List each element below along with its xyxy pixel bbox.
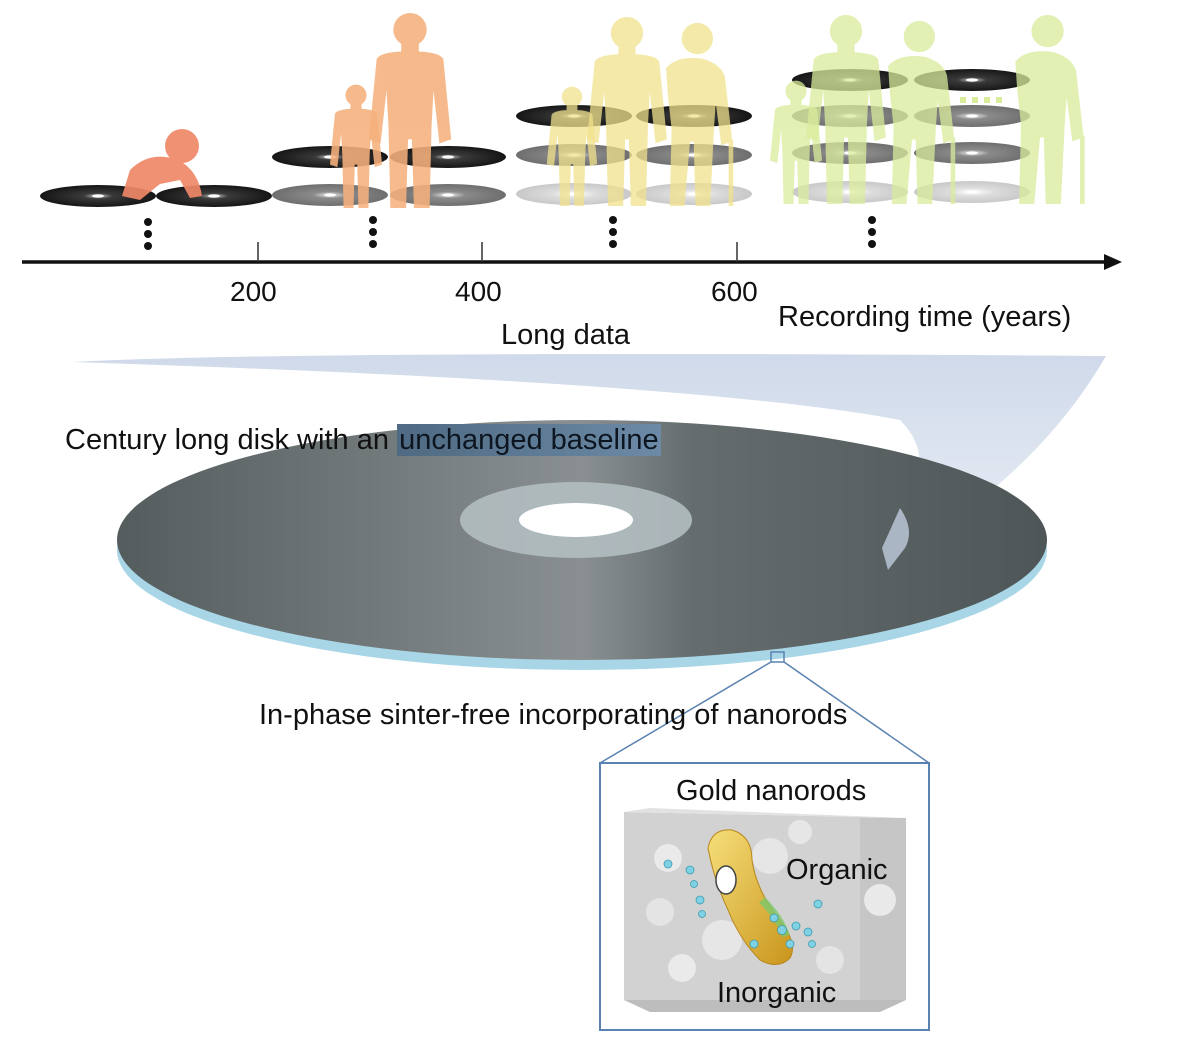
elder-figure-icon	[1015, 14, 1085, 204]
axis-title: Recording time (years)	[778, 301, 1072, 333]
inorganic-label: Inorganic	[717, 977, 837, 1009]
disk-stack-icon	[792, 69, 1030, 203]
stage-baby	[40, 129, 272, 250]
stage-child	[272, 12, 506, 248]
disk-stack-icon	[40, 185, 272, 207]
organic-label: Organic	[786, 854, 888, 886]
ellipsis-dots-icon	[868, 216, 876, 248]
disk-caption: Century long disk with an unchanged base…	[65, 424, 661, 456]
axis-tick-label-600: 600	[711, 276, 758, 307]
elder-figure-icon	[666, 22, 734, 206]
adult-figure-icon	[806, 14, 886, 204]
century-disk	[117, 420, 1047, 670]
time-axis	[22, 242, 1122, 270]
ellipsis-dots-icon	[144, 218, 152, 250]
stage-adult	[516, 16, 752, 248]
stage-elder	[769, 14, 1085, 248]
nanocomposite-cube	[624, 808, 906, 1012]
axis-tick-label-200: 200	[230, 276, 277, 307]
elder-figure-icon	[888, 20, 956, 204]
adult-figure-icon	[368, 12, 452, 208]
baby-figure-icon	[122, 129, 202, 200]
ellipsis-dots-icon	[609, 216, 617, 248]
gold-nanorods-label: Gold nanorods	[676, 775, 867, 807]
adult-figure-icon	[587, 16, 667, 206]
disk-stack-icon	[272, 146, 506, 206]
nanorod-caption: In-phase sinter-free incorporating of na…	[259, 699, 848, 731]
disk-caption-highlight: unchanged baseline	[397, 424, 661, 456]
projection-beam	[72, 354, 1106, 568]
disk-hole	[519, 503, 633, 537]
axis-tick-label-400: 400	[455, 276, 502, 307]
disk-caption-prefix: Century long disk with an	[65, 424, 398, 456]
long-data-caption: Long data	[501, 319, 631, 351]
arrow-icon	[1104, 254, 1122, 270]
beam-arrow-icon	[882, 508, 909, 570]
zoom-marker	[770, 651, 785, 663]
ellipsis-dots-icon	[369, 216, 377, 248]
